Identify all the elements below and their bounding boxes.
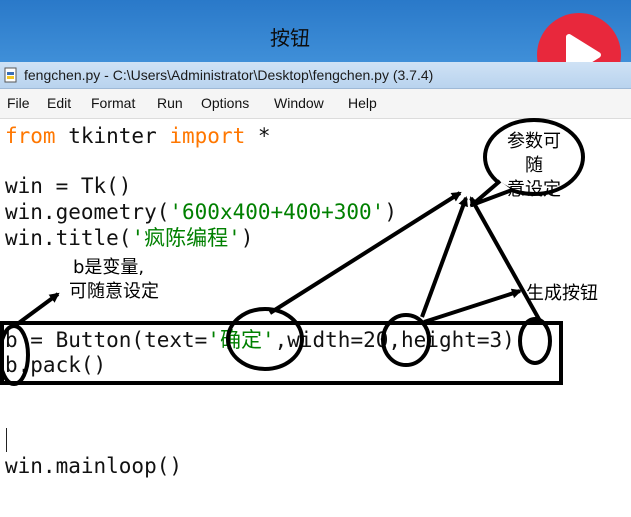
geometry-call: win.geometry( xyxy=(5,200,170,224)
menu-options[interactable]: Options xyxy=(201,95,250,111)
geometry-string: '600x400+400+300' xyxy=(169,200,385,224)
text-cursor xyxy=(6,428,7,452)
import-star: * xyxy=(245,124,271,148)
code-line-mainloop: win.mainloop() xyxy=(5,454,183,478)
title-string: '疯陈编程' xyxy=(131,226,241,250)
code-line-title: win.title('疯陈编程') xyxy=(5,225,253,251)
geometry-close: ) xyxy=(384,200,397,224)
create-button-note: 生成按钮 xyxy=(526,283,598,304)
keyword-import: import xyxy=(169,124,246,148)
python-file-icon xyxy=(4,67,17,83)
video-title: 按钮 xyxy=(270,26,310,50)
menu-window[interactable]: Window xyxy=(274,95,324,111)
code-line-pack: b.pack() xyxy=(5,353,107,377)
video-title-banner xyxy=(0,0,631,62)
bubble-text: 参数可随 意设定 xyxy=(507,131,561,200)
menu-file[interactable]: File xyxy=(7,95,30,111)
button-call: b = Button(text= xyxy=(5,328,208,352)
menu-format[interactable]: Format xyxy=(91,95,136,111)
keyword-from: from xyxy=(5,124,56,148)
code-line-import: from tkinter import * xyxy=(5,123,271,149)
button-text-string: '确定' xyxy=(207,328,275,352)
window-title: fengchen.py - C:\Users\Administrator\Des… xyxy=(24,67,434,83)
menu-run[interactable]: Run xyxy=(157,95,183,111)
b-variable-note-line2: 可随意设定 xyxy=(69,281,159,302)
code-line-button: b = Button(text='确定',width=20,height=3) xyxy=(5,327,515,353)
button-args: ,width=20,height=3) xyxy=(274,328,515,352)
b-variable-note-line1: b是变量, xyxy=(73,257,145,278)
title-close: ) xyxy=(240,226,254,250)
menu-help[interactable]: Help xyxy=(348,95,377,111)
menu-bar: File Edit Format Run Options Window Help xyxy=(0,89,631,119)
code-line-tk: win = Tk() xyxy=(5,174,132,198)
code-line-geometry: win.geometry('600x400+400+300') xyxy=(5,199,397,225)
window-titlebar[interactable]: fengchen.py - C:\Users\Administrator\Des… xyxy=(0,62,631,89)
title-call: win.title( xyxy=(5,226,132,250)
module-name: tkinter xyxy=(55,124,170,148)
menu-edit[interactable]: Edit xyxy=(47,95,72,111)
